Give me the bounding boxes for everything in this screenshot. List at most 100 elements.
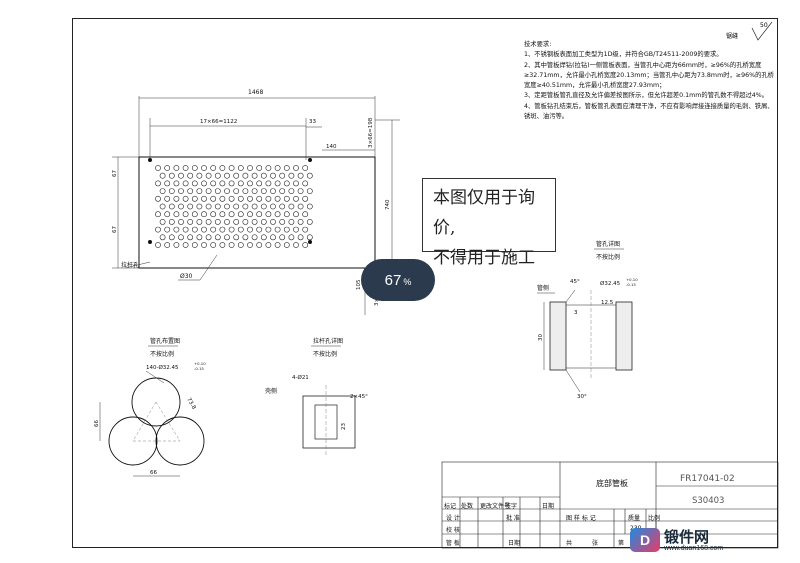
tube-hole	[283, 242, 290, 248]
plate-outline	[138, 156, 376, 269]
tube-hole	[233, 188, 240, 194]
tube-hole	[219, 165, 226, 171]
tube-hole	[178, 203, 184, 210]
tube-hole	[237, 165, 244, 171]
tube-hole	[224, 203, 230, 210]
dim-740: 740	[385, 199, 391, 210]
lifting-hole-label: 拉杆孔	[121, 261, 139, 269]
stamp-line-1: 本图仅用于询价,	[433, 188, 535, 238]
tube-hole	[302, 195, 309, 202]
lifting-chamfer: 2×45°	[350, 394, 368, 400]
tube-hole	[187, 172, 194, 179]
tube-hole	[279, 188, 286, 194]
tube-hole	[178, 188, 184, 194]
tube-hole	[196, 234, 203, 241]
tube-chamfer: 3	[574, 310, 578, 316]
tube-hole	[279, 203, 286, 210]
tube-depth: 12.5	[601, 300, 614, 306]
tube-hole	[274, 165, 281, 171]
drawing-frame	[72, 18, 778, 548]
layout-tol-minus: -0.15	[194, 366, 204, 371]
tube-hole	[187, 203, 194, 210]
tube-hole	[306, 234, 313, 241]
site-logo-icon: D	[630, 528, 660, 552]
tube-hole	[279, 172, 286, 179]
tube-hole	[178, 172, 184, 179]
tube-hole	[164, 226, 171, 233]
tube-hole	[302, 165, 309, 171]
tube-hole	[306, 188, 313, 194]
tube-hole	[233, 218, 240, 225]
tube-hole	[297, 234, 304, 241]
tube-hole	[155, 180, 161, 187]
tube-hole	[219, 195, 226, 202]
tube-hole	[242, 234, 249, 241]
tube-hole	[274, 242, 281, 248]
tube-hole	[205, 218, 212, 225]
tube-hole	[247, 180, 253, 187]
tube-hole	[242, 172, 249, 179]
tube-hole	[247, 165, 253, 171]
tb-design: 设 计	[446, 515, 460, 522]
tube-hole	[251, 188, 258, 194]
tube-tol-plus: +0.10	[626, 277, 638, 282]
tube-hole	[260, 172, 267, 179]
tube-hole	[164, 195, 171, 202]
tb-page: 第	[618, 540, 625, 547]
zoom-indicator[interactable]: 67 %	[361, 259, 435, 301]
tube-hole	[159, 172, 166, 179]
tube-hole	[288, 234, 295, 241]
tb-label-mark: 标记	[444, 503, 457, 510]
tube-hole	[256, 180, 263, 187]
tube-hole	[265, 211, 272, 218]
tube-hole	[210, 226, 217, 233]
tube-hole	[302, 226, 309, 233]
tube-hole-detail-subtitle: 不按比例	[596, 253, 620, 261]
tube-hole	[228, 242, 235, 248]
tube-hole	[288, 188, 295, 194]
tube-hole	[210, 195, 217, 202]
tube-hole	[210, 211, 217, 218]
tube-hole	[173, 211, 180, 218]
tb-label-count: 处数	[461, 503, 474, 510]
tube-hole	[159, 203, 166, 210]
tube-hole	[168, 234, 175, 241]
tube-hole	[228, 165, 235, 171]
tube-hole	[173, 165, 180, 171]
tube-hole	[205, 203, 212, 210]
lifting-detail-title: 拉杆孔详图	[313, 337, 343, 345]
tube-hole	[201, 195, 207, 202]
tube-hole	[256, 226, 263, 233]
tube-hole	[182, 165, 189, 171]
tube-hole	[159, 188, 166, 194]
tube-hole	[182, 195, 189, 202]
tube-hole	[219, 211, 226, 218]
tube-hole	[256, 195, 263, 202]
tb-manage: 管 板	[446, 540, 460, 547]
tube-hole	[196, 188, 203, 194]
dim-pitch: 17×66=1122	[200, 119, 237, 125]
tube-hole	[274, 195, 281, 202]
tube-hole	[224, 188, 230, 194]
tube-hole	[224, 218, 230, 225]
tube-hole	[191, 226, 198, 233]
tube-hole	[155, 226, 161, 233]
tube-hole	[265, 195, 272, 202]
tube-hole	[242, 218, 249, 225]
tb-label-sign: 签字	[505, 503, 518, 510]
tube-hole	[279, 218, 286, 225]
tube-hole	[274, 226, 281, 233]
tube-hole	[164, 165, 171, 171]
tube-hole	[233, 203, 240, 210]
tube-hole	[242, 203, 249, 210]
tube-hole	[182, 226, 189, 233]
tube-hole	[219, 226, 226, 233]
tube-hole	[168, 172, 175, 179]
tube-hole	[214, 172, 221, 179]
tube-hole	[210, 242, 217, 248]
dim-67-top: 67	[112, 170, 118, 177]
tube-hole	[205, 188, 212, 194]
tube-hole	[214, 203, 221, 210]
site-watermark[interactable]: D 锻件网 www.duan168.com	[630, 524, 790, 556]
